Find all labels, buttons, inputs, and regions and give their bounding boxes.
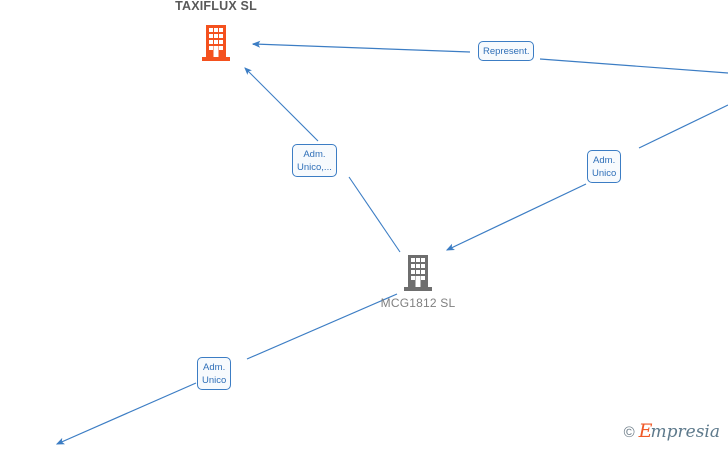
building-icon[interactable] <box>199 23 233 63</box>
relation-label-line: Unico,... <box>297 162 332 173</box>
relation-label-adm-unico-mcg-out[interactable]: Adm. Unico <box>197 357 232 390</box>
company-label-taxiflux: TAXIFLUX SL <box>175 0 257 13</box>
relation-label-line: Unico <box>592 168 617 179</box>
relation-label-line: Adm. <box>203 362 226 373</box>
brand-name: mpresia <box>650 422 721 442</box>
company-label-mcg1812: MCG1812 SL <box>380 296 456 310</box>
edge-adm-unico-right-to-mcg <box>445 104 728 251</box>
relation-label-represent[interactable]: Represent. <box>478 41 535 61</box>
edge-adm-unico-mcg-to-bottomleft <box>55 293 398 445</box>
relation-label-line: Represent. <box>483 46 530 57</box>
building-icon[interactable] <box>401 253 435 293</box>
edge-represent <box>251 40 728 74</box>
empresia-watermark: © Empresia <box>624 422 720 442</box>
relation-label-adm-unico-mcg-in[interactable]: Adm. Unico <box>587 150 622 183</box>
brand-initial: E <box>638 420 653 442</box>
relation-label-adm-unico-taxiflux[interactable]: Adm. Unico,... <box>292 144 337 177</box>
relation-label-line: Adm. <box>303 149 326 160</box>
copyright-icon: © <box>623 423 635 441</box>
relation-label-line: Unico <box>202 375 227 386</box>
edge-adm-unico-mcg-to-taxiflux <box>244 67 401 253</box>
relation-label-line: Adm. <box>593 155 616 166</box>
